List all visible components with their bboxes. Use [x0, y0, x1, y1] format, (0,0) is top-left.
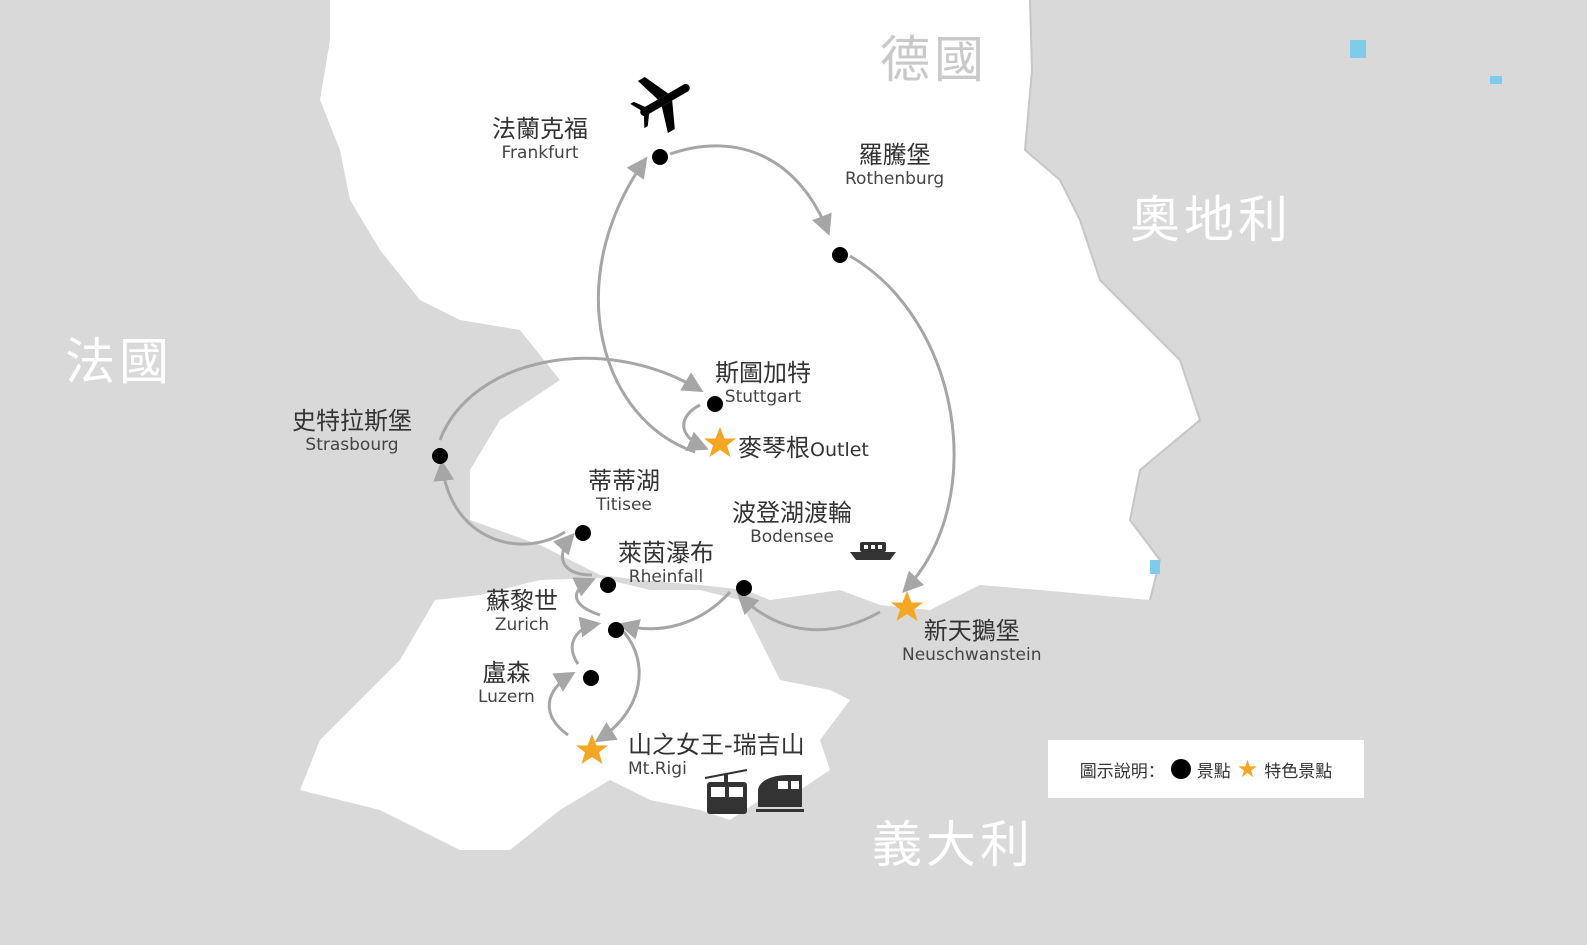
country-italy: 義大利	[872, 816, 1034, 874]
train-icon	[756, 775, 804, 812]
place-metzingen-en: Outlet	[810, 439, 869, 461]
route-titisee-strasbourg	[433, 459, 566, 546]
place-neuschwanstein: 新天鵝堡 Neuschwanstein	[902, 617, 1042, 665]
place-bodensee-en: Bodensee	[750, 526, 834, 547]
legend-dot-icon	[1170, 759, 1191, 779]
legend-star-label: 特色景點	[1264, 761, 1333, 782]
place-luzern-en: Luzern	[478, 686, 535, 707]
legend-title: 圖示說明：	[1079, 761, 1165, 782]
place-bodensee: 波登湖渡輪 Bodensee	[732, 499, 852, 547]
place-rothenburg-en: Rothenburg	[845, 168, 945, 189]
place-rothenburg-zh: 羅騰堡	[858, 141, 931, 169]
country-france: 法國	[65, 333, 173, 391]
dot-zurich	[608, 622, 624, 638]
route-luzern-zurich	[570, 616, 602, 665]
legend-dot-label: 景點	[1196, 761, 1231, 782]
place-bodensee-zh: 波登湖渡輪	[732, 499, 852, 527]
place-stuttgart-zh: 斯圖加特	[715, 359, 811, 387]
legend-star-icon: ★	[1236, 755, 1259, 783]
route-lines	[433, 144, 956, 743]
place-zurich-en: Zurich	[494, 614, 550, 635]
place-metzingen-zh: 麥琴根	[738, 434, 810, 462]
dot-titisee	[575, 525, 591, 541]
route-bodensee-zurich	[617, 590, 732, 640]
sight-dots	[432, 149, 848, 686]
dot-bodensee	[736, 580, 752, 596]
country-germany: 德國	[880, 31, 988, 89]
dot-rheinfall	[600, 577, 616, 593]
place-strasbourg-en: Strasbourg	[305, 434, 399, 455]
place-titisee-zh: 蒂蒂湖	[588, 467, 660, 495]
route-neuschwanstein-bodensee	[736, 593, 881, 632]
lake-2	[1150, 560, 1160, 574]
dot-frankfurt	[652, 149, 668, 165]
place-rheinfall-zh: 萊茵瀑布	[618, 539, 714, 567]
route-stuttgart-metzingen	[682, 403, 709, 451]
map-legend: 圖示說明： 景點 ★ 特色景點	[1048, 740, 1364, 798]
route-metzingen-frankfurt	[597, 156, 696, 454]
place-frankfurt: 法蘭克福 Frankfurt	[492, 115, 588, 163]
cable-car-icon	[704, 769, 748, 814]
place-rothenburg: 羅騰堡 Rothenburg	[845, 141, 945, 189]
lake-1	[1350, 40, 1366, 58]
ferry-icon	[850, 542, 896, 560]
place-frankfurt-zh: 法蘭克福	[492, 115, 588, 143]
place-titisee-en: Titisee	[596, 494, 652, 515]
place-frankfurt-en: Frankfurt	[501, 142, 579, 163]
route-zurich-rheinfall	[572, 577, 601, 617]
dot-rothenburg	[832, 247, 848, 263]
place-neuschwanstein-en: Neuschwanstein	[902, 644, 1042, 665]
lake-3	[1490, 76, 1502, 84]
dot-stuttgart	[707, 396, 723, 412]
place-rigi: 山之女王-瑞吉山 Mt.Rigi	[628, 731, 805, 779]
route-rigi-luzern	[547, 671, 576, 737]
place-rheinfall: 萊茵瀑布 Rheinfall	[618, 539, 714, 587]
feature-stars	[576, 427, 923, 764]
place-stuttgart: 斯圖加特 Stuttgart	[715, 359, 811, 407]
dot-luzern	[583, 670, 599, 686]
place-titisee: 蒂蒂湖 Titisee	[588, 467, 660, 515]
route-zurich-rigi	[594, 628, 641, 743]
star-rigi	[576, 734, 608, 764]
place-rigi-zh: 山之女王-瑞吉山	[628, 731, 805, 759]
place-neuschwanstein-zh: 新天鵝堡	[923, 617, 1020, 645]
place-luzern: 盧森 Luzern	[478, 659, 535, 707]
place-rheinfall-en: Rheinfall	[628, 566, 704, 587]
place-zurich-zh: 蘇黎世	[486, 587, 558, 615]
place-metzingen: 麥琴根Outlet	[738, 428, 869, 463]
route-rothenburg-neuschwanstein	[849, 254, 956, 594]
place-zurich: 蘇黎世 Zurich	[486, 587, 558, 635]
place-strasbourg-zh: 史特拉斯堡	[292, 407, 412, 435]
star-neuschwanstein	[891, 591, 923, 621]
route-rheinfall-titisee	[552, 532, 593, 577]
germany-region	[320, 0, 1200, 610]
austria-border	[1023, 0, 1202, 601]
route-strasbourg-stuttgart	[438, 356, 704, 441]
place-strasbourg: 史特拉斯堡 Strasbourg	[292, 407, 412, 455]
place-luzern-zh: 盧森	[482, 659, 531, 687]
route-frankfurt-rothenburg	[669, 144, 832, 236]
dot-strasbourg	[432, 448, 448, 464]
place-stuttgart-en: Stuttgart	[724, 386, 802, 407]
airplane-icon	[630, 77, 690, 133]
star-metzingen	[704, 427, 736, 457]
place-rigi-en: Mt.Rigi	[628, 758, 687, 779]
country-austria: 奧地利	[1130, 191, 1292, 249]
